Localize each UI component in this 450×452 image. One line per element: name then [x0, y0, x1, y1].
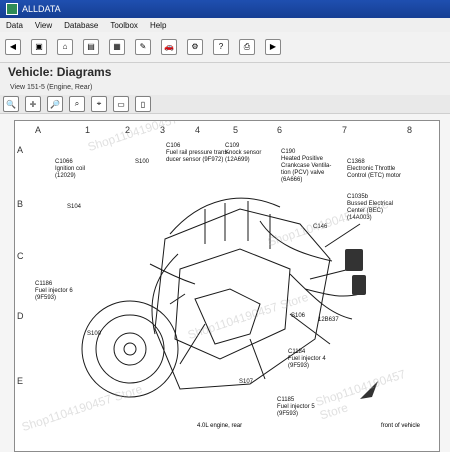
- grid-left-d: D: [17, 311, 24, 321]
- help-icon[interactable]: ?: [213, 39, 229, 55]
- grid-left-e: E: [17, 376, 24, 386]
- grid-top-3: 3: [160, 125, 166, 135]
- menu-data[interactable]: Data: [6, 20, 23, 30]
- menu-view[interactable]: View: [34, 20, 53, 30]
- app-icon: [6, 3, 18, 15]
- engine-diagram: [81, 197, 378, 399]
- home-icon[interactable]: ⌂: [57, 39, 73, 55]
- callout-12b637: 12B637: [318, 317, 339, 323]
- callout-s107: S107: [239, 379, 254, 385]
- menu-database[interactable]: Database: [64, 20, 99, 30]
- zoom-in-icon[interactable]: 🔍: [3, 96, 19, 112]
- zoom-out-icon[interactable]: 🔎: [47, 96, 63, 112]
- callout-s104: S104: [67, 204, 82, 210]
- diagram-icon[interactable]: ▤: [83, 39, 99, 55]
- print-preview-icon-2[interactable]: ▯: [135, 96, 151, 112]
- page-title: Vehicle: Diagrams: [8, 65, 112, 79]
- view-label: View 151-5 (Engine, Rear): [10, 84, 93, 91]
- callout-c146: C146: [313, 224, 328, 230]
- title-bar: ALLDATA: [0, 0, 450, 18]
- front-label: front of vehicle: [381, 423, 421, 429]
- open-icon[interactable]: ▣: [31, 39, 47, 55]
- print-preview-icon[interactable]: ▭: [113, 96, 129, 112]
- grid-top-6: 6: [277, 125, 283, 135]
- callout-c1035b: C1035b Bussed Electrical Center (BEC) (1…: [347, 194, 394, 221]
- back-icon[interactable]: ◀: [5, 39, 21, 55]
- image-icon[interactable]: ▦: [109, 39, 125, 55]
- grid-top-2: 2: [125, 125, 131, 135]
- next-icon[interactable]: ▶: [265, 39, 281, 55]
- callout-c109: C109 Knock sensor (12A699): [225, 143, 262, 163]
- diagram-caption: 4.0L engine, rear: [197, 423, 243, 429]
- grid-left-a: A: [17, 145, 24, 155]
- callout-c1184: C1184 Fuel injector 4 (9F593): [288, 349, 326, 369]
- callout-s100-top: S100: [135, 159, 150, 165]
- zoom-fit-icon[interactable]: ⌕: [69, 96, 85, 112]
- callout-c190: C190 Heated Positive Crankcase Ventila- …: [281, 149, 332, 183]
- grid-top-7: 7: [342, 125, 348, 135]
- diagram-canvas[interactable]: A 1 2 3 4 5 6 7 8 A B C D E C1066 Igniti…: [14, 120, 440, 452]
- callout-c1066: C1066 Ignition coil (12029): [55, 159, 86, 179]
- print-icon[interactable]: ⎙: [239, 39, 255, 55]
- callout-c1368: C1368 Electronic Throttle Control (ETC) …: [347, 159, 402, 179]
- callout-c1186: C1186 Fuel injector 6 (9F593): [35, 281, 73, 301]
- page-subtitle: View 151-5 (Engine, Rear): [0, 83, 450, 95]
- callout-c1185: C1185 Fuel injector 5 (9F593): [277, 397, 315, 417]
- callout-s100-bottom: S100: [87, 331, 102, 337]
- grid-top-a: A: [35, 125, 42, 135]
- page-header: Vehicle: Diagrams: [0, 63, 450, 84]
- grid-top-8: 8: [407, 125, 413, 135]
- menu-bar: Data View Database Toolbox Help: [0, 18, 450, 33]
- pan-icon[interactable]: ✛: [25, 96, 41, 112]
- callout-s106: S106: [291, 313, 306, 319]
- diagram-toolbar: 🔍 ✛ 🔎 ⌕ ⌖ ▭ ▯: [0, 95, 450, 114]
- grid-left-c: C: [17, 251, 24, 261]
- car-icon[interactable]: 🚗: [161, 39, 177, 55]
- grid-top-1: 1: [85, 125, 91, 135]
- menu-toolbox[interactable]: Toolbox: [110, 20, 138, 30]
- settings-icon[interactable]: ⚙: [187, 39, 203, 55]
- toolbar: ◀ ▣ ⌂ ▤ ▦ ✎ 🚗 ⚙ ? ⎙ ▶: [0, 32, 450, 63]
- menu-help[interactable]: Help: [149, 20, 167, 30]
- grid-top-5: 5: [233, 125, 239, 135]
- window-title: ALLDATA: [22, 4, 61, 14]
- grid-left-b: B: [17, 199, 24, 209]
- callout-c106: C106 Fuel rail pressure trans- ducer sen…: [166, 143, 230, 163]
- bookmark-icon[interactable]: ✎: [135, 39, 151, 55]
- zoom-prev-icon[interactable]: ⌖: [91, 96, 107, 112]
- grid-top-4: 4: [195, 125, 201, 135]
